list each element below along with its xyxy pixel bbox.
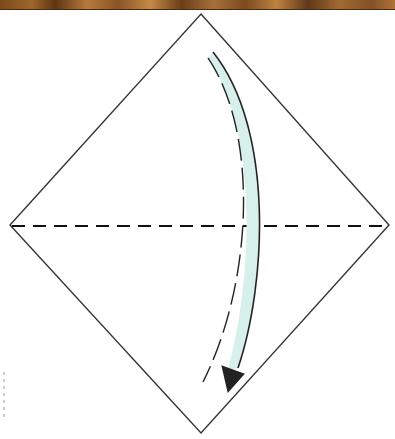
- fold-arrow-inner-stroke: [202, 57, 245, 383]
- fold-arrow-outer-stroke: [212, 51, 261, 369]
- wood-texture-strip: [0, 0, 395, 10]
- paper-square: [9, 12, 390, 435]
- fold-arrow-tint: [208, 52, 260, 372]
- arrowhead-icon: [221, 365, 245, 394]
